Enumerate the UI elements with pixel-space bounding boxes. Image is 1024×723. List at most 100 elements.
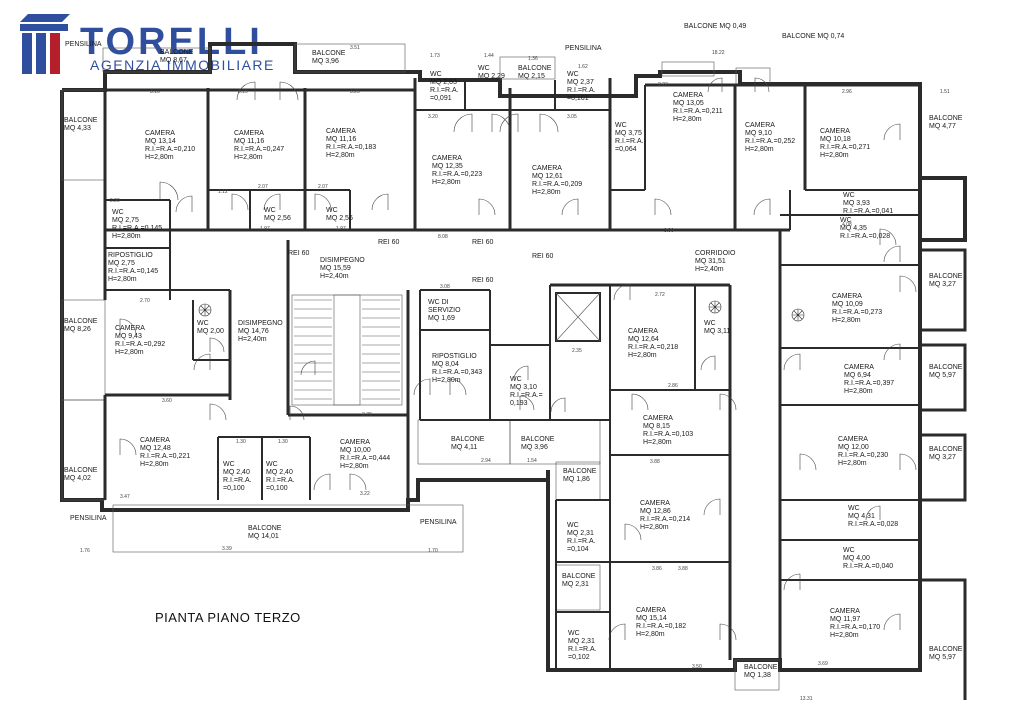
room-label-line: H=2,80m [115,349,144,356]
room-label-line: MQ 3,11 [704,328,730,335]
room-label-line: R.I.=R.A.=0,218 [628,344,678,351]
plan-title: PIANTA PIANO TERZO [155,610,301,625]
room-label-line: =0,064 [615,146,637,153]
room-label-line: R.I.=R.A.=0,230 [838,452,888,459]
room-label-line: MQ 3,27 [929,281,956,288]
room-label-line: CAMERA [640,500,670,507]
door-swing [883,123,901,141]
room-label-line: MQ 2,40 [223,469,250,476]
room-label-line: MQ 1,86 [563,476,590,483]
room-label-line: MQ 1,38 [744,672,771,679]
room-label-line: MQ 2,56 [326,215,353,222]
door-swing [613,283,631,301]
room-label-line: CAMERA [820,128,850,135]
door-swing [631,393,649,411]
room-label-line: MQ 2,00 [197,328,224,335]
dimension-label: 1.44 [484,53,494,59]
room-label-line: CAMERA [838,436,868,443]
door-swing [300,360,316,376]
room-label-line: MQ 5,97 [929,654,956,661]
dimension-label: 1.54 [527,458,537,464]
door-swing [313,473,331,491]
room-label-line: MQ 12,61 [532,173,563,180]
room-label-line: R.I.=R.A. [266,477,295,484]
room-label-line: WC [430,71,442,78]
ventilation-fan-icon [791,308,805,322]
room-label-line: MQ 4,77 [929,123,956,130]
room-label-line: R.I.=R.A. [430,87,459,94]
dimension-label: 1.76 [80,548,90,554]
room-label-line: MQ 2,75 [112,217,139,224]
room-label-line: BALCONE [518,65,552,72]
room-label-line: H=2,40m [238,336,267,343]
room-label-line: DISIMPEGNO [320,257,365,264]
door-swing [209,403,227,421]
dimension-label: 1.97 [260,226,270,232]
room-label-line: PENSILINA [65,41,102,48]
dimension-label: 1.12 [218,189,228,195]
dimension-label: 3.88 [678,566,688,572]
room-label-line: H=2,40m [320,273,349,280]
room-label-line: MQ 12,00 [838,444,869,451]
room-label-line: CAMERA [532,165,562,172]
room-label-line: WC [615,122,627,129]
dimension-label: 2.86 [668,383,678,389]
room-label-line: MQ 12,35 [432,163,463,170]
doors [119,77,917,641]
door-swing [883,245,901,263]
door-swing [654,198,672,216]
door-swing [119,318,137,336]
room-label-line: H=2,80m [628,352,657,359]
staircase [291,294,403,406]
room-label-line: MQ 2,40 [266,469,293,476]
room-label-line: MQ 14,01 [248,533,279,540]
door-swing [561,198,579,216]
room-label-line: CAMERA [432,155,462,162]
dimension-label: 3.08 [440,284,450,290]
room-label-line: WC DI [428,299,449,306]
dimension-label: 3.20 [350,89,360,95]
room-label-line: BALCONE MQ 0,74 [782,33,844,40]
room-label-line: BALCONE [563,468,597,475]
door-swing [799,453,817,471]
door-swing [703,498,721,516]
door-swing [899,453,917,471]
dimension-label: 2.35 [572,348,582,354]
room-label-line: WC [843,192,855,199]
room-label-line: MQ 2,31 [567,530,594,537]
dimension-label: 3.39 [222,546,232,552]
dimension-label: 3.09 [664,228,674,234]
room-label-line: R.I.=R.A.=0,170 [830,624,880,631]
door-swing [783,573,801,591]
room-label-line: R.I.=R.A.=0,214 [640,516,690,523]
dimension-label: 1.62 [578,64,588,70]
room-label-line: R.I.=R.A. [568,646,597,653]
door-swing [539,113,559,133]
room-label-line: CAMERA [140,437,170,444]
room-label-line: MQ 3,10 [510,384,537,391]
room-label-line: H=2,80m [820,152,849,159]
room-label-line: WC [848,505,860,512]
room-label-line: H=2,40m [695,266,724,273]
room-label-pensilina-top: PENSILINA [565,45,602,52]
dimension-label: 2.94 [481,458,491,464]
fire-door-label: REI 60 [378,239,400,246]
room-label-line: CAMERA [145,130,175,137]
room-label-line: WC [704,320,716,327]
dimension-label: 4.08 [842,222,852,228]
